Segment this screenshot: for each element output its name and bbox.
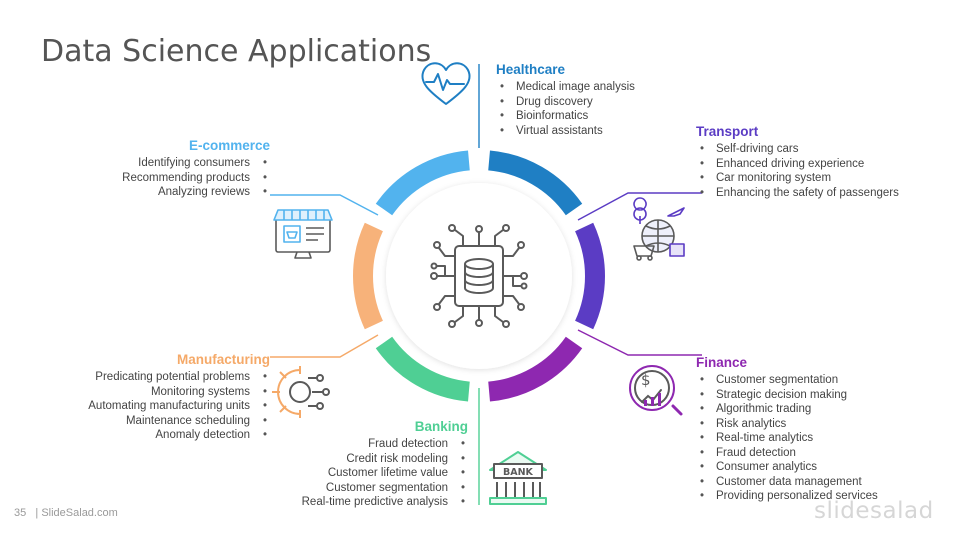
list-ecommerce: Identifying consumers Recommending produ… [122,156,270,200]
section-banking: Banking Fraud detection Credit risk mode… [302,419,468,510]
list-item: Recommending products [122,171,270,186]
footer-link[interactable]: | SlideSalad.com [35,507,118,519]
ring [353,150,605,402]
section-healthcare: Healthcare Medical image analysis Drug d… [496,62,635,138]
list-item: Analyzing reviews [122,185,270,200]
online-store-icon [273,209,333,259]
connector-lines [270,64,702,505]
ring-segment-ecommerce [375,150,471,216]
section-title-healthcare: Healthcare [496,62,566,77]
list-item: Strategic decision making [696,388,878,403]
gear-cog-icon [272,366,330,418]
list-item: Customer segmentation [696,373,878,388]
list-item: Customer lifetime value [302,466,468,481]
section-title-ecommerce: E-commerce [188,138,270,153]
page-number: 35 [14,507,27,519]
section-finance: Finance Customer segmentation Strategic … [696,355,878,504]
list-item: Providing personalized services [696,489,878,504]
connector-transport [577,192,702,221]
list-item: Fraud detection [302,437,468,452]
ring-segment-finance [487,336,583,402]
dollar-magnifier-chart-icon: $ [629,365,683,416]
list-item: Virtual assistants [496,124,635,139]
list-item: Customer data management [696,475,878,490]
list-item: Monitoring systems [88,385,270,400]
list-item: Anomaly detection [88,428,270,443]
bank-building-icon: BANK [489,451,547,505]
list-item: Automating manufacturing units [88,399,270,414]
section-transport: Transport Self-driving cars Enhanced dri… [696,124,899,200]
footer: 35 | SlideSalad.com [14,507,118,519]
connector-finance [577,329,702,356]
globe-transport-icon [633,197,685,261]
list-item: Car monitoring system [696,171,899,186]
section-title-banking: Banking [414,419,468,434]
ring-segment-banking [375,336,471,402]
list-item: Self-driving cars [696,142,899,157]
slide-title: Data Science Applications [41,34,432,69]
list-item: Real-time predictive analysis [302,495,468,510]
list-item: Real-time analytics [696,431,878,446]
list-item: Risk analytics [696,417,878,432]
heart-pulse-icon [421,62,471,105]
connector-manufacturing [270,334,379,358]
ring-segment-transport [574,222,605,330]
list-item: Maintenance scheduling [88,414,270,429]
section-ecommerce: E-commerce Identifying consumers Recomme… [122,138,270,200]
list-item: Predicating potential problems [88,370,270,385]
circuit-database-icon [430,224,528,328]
section-manufacturing: Manufacturing Predicating potential prob… [88,352,270,443]
list-item: Bioinformatics [496,109,635,124]
list-item: Enhancing the safety of passengers [696,186,899,201]
ring-segment-manufacturing [353,222,384,330]
list-item: Algorithmic trading [696,402,878,417]
section-title-manufacturing: Manufacturing [177,352,270,367]
list-item: Fraud detection [696,446,878,461]
section-title-transport: Transport [696,124,759,139]
list-manufacturing: Predicating potential problems Monitorin… [88,370,270,443]
section-title-finance: Finance [696,355,748,370]
list-item: Customer segmentation [302,481,468,496]
brand-logo: slidesalad [814,498,934,524]
bank-icon-label: BANK [503,467,534,478]
list-item: Drug discovery [496,95,635,110]
list-item: Medical image analysis [496,80,635,95]
list-healthcare: Medical image analysis Drug discovery Bi… [496,80,635,138]
list-item: Enhanced driving experience [696,157,899,172]
list-item: Identifying consumers [122,156,270,171]
list-transport: Self-driving cars Enhanced driving exper… [696,142,899,200]
ring-segment-healthcare [487,150,583,216]
list-item: Credit risk modeling [302,452,468,467]
list-banking: Fraud detection Credit risk modeling Cus… [302,437,468,510]
connector-ecommerce [270,194,379,216]
list-item: Consumer analytics [696,460,878,475]
list-finance: Customer segmentation Strategic decision… [696,373,878,504]
svg-text:$: $ [641,371,651,389]
